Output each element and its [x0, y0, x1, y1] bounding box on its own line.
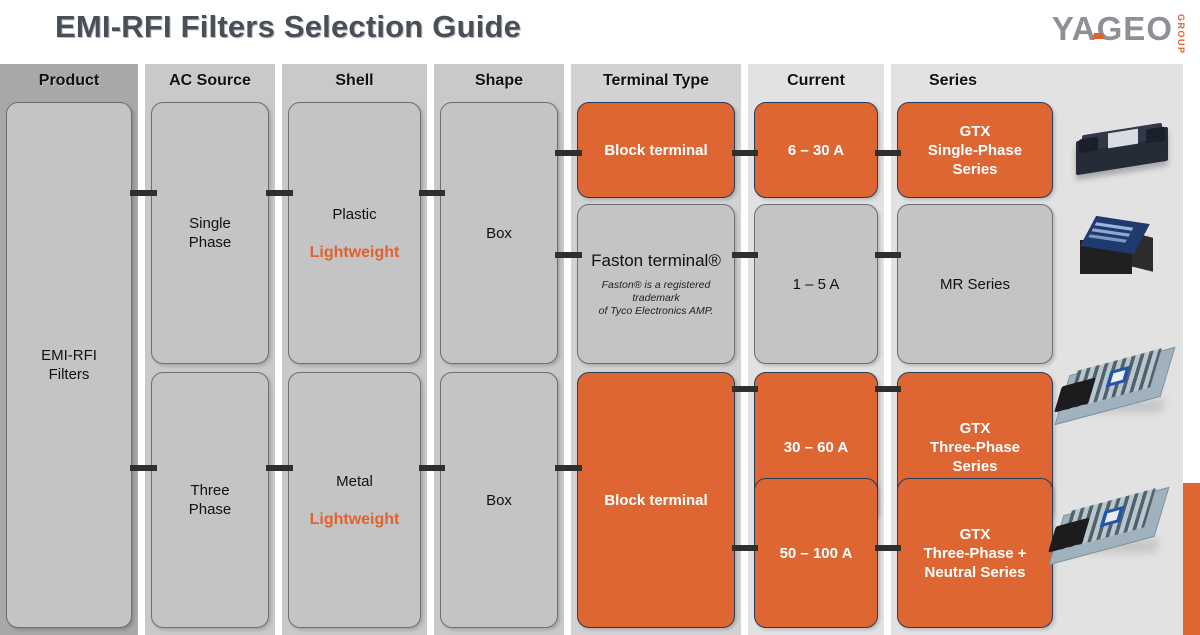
node-label: 6 – 30 A [787, 141, 845, 159]
logo-wordmark: YAGEO [1051, 10, 1173, 47]
connector-box-top-to-block-terminal [555, 150, 582, 156]
connector-product-to-single-phase [130, 190, 157, 196]
node-label-highlight: Lightweight [309, 243, 400, 261]
node-label: Box [486, 491, 512, 509]
connector-block-terminal-to-30-60a [732, 386, 758, 392]
node-label-line1: Three [190, 482, 230, 499]
column-header-shell: Shell [335, 72, 374, 89]
node-label: Block terminal [604, 491, 708, 509]
node-shell-metal[interactable]: Metal Lightweight [288, 372, 421, 628]
node-product-emi-rfi-filters[interactable]: EMI-RFI Filters [6, 102, 132, 628]
column-header-terminal-type: Terminal Type [602, 72, 710, 89]
right-edge-accent-tab [1183, 483, 1200, 635]
yageo-logo: YAGEO GROUP [1051, 10, 1186, 55]
column-header-product: Product [38, 72, 100, 89]
column-header-shape: Shape [474, 72, 523, 89]
node-label-line2: Three-Phase [929, 438, 1021, 456]
node-series-gtx-single-phase[interactable]: GTX Single-Phase Series [897, 102, 1053, 198]
connector-single-phase-to-plastic [266, 190, 293, 196]
node-current-1-5a[interactable]: 1 – 5 A [754, 204, 878, 364]
logo-group-text: GROUP [1176, 14, 1186, 55]
connector-1-5a-to-mr-series [875, 252, 901, 258]
node-terminal-block-bottom[interactable]: Block terminal [577, 372, 735, 628]
node-label-line2: Three-Phase + [923, 544, 1027, 562]
node-label-line1: EMI-RFI [41, 347, 97, 364]
connector-plastic-to-box-top [419, 190, 445, 196]
node-label-line2: Single-Phase [927, 141, 1023, 159]
node-ac-source-three-phase[interactable]: Three Phase [151, 372, 269, 628]
node-label: Box [486, 224, 512, 242]
logo-accent-icon [1091, 33, 1105, 39]
column-header-ac-source: AC Source [169, 72, 251, 89]
node-label: 50 – 100 A [779, 544, 853, 562]
connector-faston-to-1-5a [732, 252, 758, 258]
node-label-line2: Phase [188, 234, 232, 251]
connector-6-30a-to-gtx-single-phase [875, 150, 901, 156]
column-header-series: Series [929, 72, 978, 89]
node-ac-source-single-phase[interactable]: Single Phase [151, 102, 269, 364]
connector-product-to-three-phase [130, 465, 157, 471]
node-current-50-100a[interactable]: 50 – 100 A [754, 478, 878, 628]
node-label-highlight: Lightweight [309, 510, 400, 528]
page-header: EMI-RFI Filters Selection Guide YAGEO GR… [0, 0, 1200, 64]
connector-three-phase-to-metal [266, 465, 293, 471]
node-label-line2: Filters [48, 366, 90, 383]
connector-block-terminal-to-6-30a [732, 150, 758, 156]
mr-series-filter-photo [1068, 215, 1164, 286]
node-current-6-30a[interactable]: 6 – 30 A [754, 102, 878, 198]
node-label-line3: Series [952, 457, 998, 475]
selection-guide-diagram: Product EMI-RFI Filters AC Source Single… [0, 64, 1200, 635]
node-label: 1 – 5 A [792, 275, 840, 293]
node-trademark-note-line1: Faston® is a registered trademark [601, 278, 711, 304]
node-label-material: Plastic [332, 205, 377, 223]
connector-block-terminal-to-50-100a [732, 545, 758, 551]
single-phase-filter-photo [1062, 122, 1180, 182]
node-label-line1: GTX [959, 122, 991, 140]
node-trademark-note-line2: of Tyco Electronics AMP. [598, 304, 714, 317]
node-label-line2: Phase [188, 501, 232, 518]
node-label: Faston terminal® [591, 250, 721, 270]
node-terminal-block-top[interactable]: Block terminal [577, 102, 735, 198]
three-phase-neutral-filter-photo [1048, 486, 1174, 575]
node-series-gtx-three-phase-neutral[interactable]: GTX Three-Phase + Neutral Series [897, 478, 1053, 628]
node-label: Block terminal [604, 141, 708, 159]
node-label-line1: MR Series [939, 275, 1010, 293]
page-title: EMI-RFI Filters Selection Guide [55, 9, 522, 44]
connector-box-top-to-faston [555, 252, 582, 258]
connector-50-100a-to-gtx-neutral [875, 545, 901, 551]
connector-30-60a-to-gtx-three-phase [875, 386, 901, 392]
node-label-line1: Single [189, 215, 231, 232]
node-shape-box-top[interactable]: Box [440, 102, 558, 364]
connector-box-bottom-to-block-terminal [555, 465, 582, 471]
node-shell-plastic[interactable]: Plastic Lightweight [288, 102, 421, 364]
node-label-material: Metal [336, 472, 373, 490]
node-label-line3: Series [952, 160, 998, 178]
connector-metal-to-box-bottom [419, 465, 445, 471]
node-label-line1: GTX [959, 419, 991, 437]
column-header-current: Current [787, 72, 845, 89]
node-series-mr[interactable]: MR Series [897, 204, 1053, 364]
three-phase-filter-photo [1054, 346, 1180, 435]
node-shape-box-bottom[interactable]: Box [440, 372, 558, 628]
node-label-line1: GTX [959, 525, 991, 543]
node-label: 30 – 60 A [783, 438, 849, 456]
node-label-line3: Neutral Series [924, 563, 1026, 581]
node-terminal-faston[interactable]: Faston terminal® Faston® is a registered… [577, 204, 735, 364]
